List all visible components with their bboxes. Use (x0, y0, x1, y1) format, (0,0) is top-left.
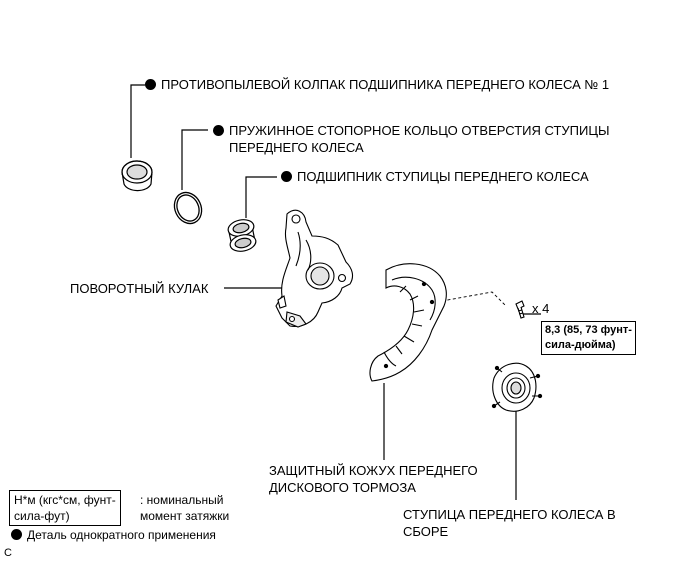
dust-cover-label-line2: ДИСКОВОГО ТОРМОЗА (269, 480, 416, 495)
bolt-dashed-leader (441, 291, 507, 307)
torque-line1: 8,3 (85, 73 фунт- (545, 324, 632, 336)
figure-code: C (4, 547, 12, 559)
dust-cap-leader (130, 84, 145, 158)
legend-unit-line2: сила-фут) (14, 509, 70, 523)
brake-dust-cover-icon (369, 263, 447, 382)
legend-unit-description: : номинальный момент затяжки (140, 492, 229, 524)
hub-label-line2: СБОРЕ (403, 524, 449, 539)
bearing-label: ПОДШИПНИК СТУПИЦЫ ПЕРЕДНЕГО КОЛЕСА (281, 168, 589, 185)
steering-knuckle-icon (275, 209, 354, 328)
legend-unit-box: Н*м (кгс*см, фунт- сила-фут) (9, 490, 121, 526)
dust-cap-label: ПРОТИВОПЫЛЕВОЙ КОЛПАК ПОДШИПНИКА ПЕРЕДНЕ… (145, 76, 609, 93)
non-reusable-dot-icon (213, 125, 224, 136)
torque-spec-box: 8,3 (85, 73 фунт- сила-дюйма) (541, 321, 636, 355)
snap-ring-icon (173, 191, 203, 225)
dust-cover-label-line1: ЗАЩИТНЫЙ КОЖУХ ПЕРЕДНЕГО (269, 463, 478, 478)
bearing-icon (227, 219, 257, 252)
bolt-count-label: x 4 (532, 301, 550, 316)
non-reusable-dot-icon (145, 79, 156, 90)
legend-unit-line1: Н*м (кгс*см, фунт- (14, 493, 116, 507)
bolt-icon (515, 300, 525, 319)
dust-cap-icon (121, 160, 153, 192)
non-reusable-dot-icon (281, 171, 292, 182)
hub-label-line1: СТУПИЦА ПЕРЕДНЕГО КОЛЕСА В (403, 507, 616, 522)
snap-ring-label-line2: ПЕРЕДНЕГО КОЛЕСА (229, 140, 364, 155)
legend-non-reusable: Деталь однократного применения (11, 527, 216, 544)
legend-unit-desc-line1: : номинальный (140, 493, 224, 507)
legend-unit-desc-line2: момент затяжки (140, 509, 230, 523)
knuckle-label: ПОВОРОТНЫЙ КУЛАК (70, 281, 209, 296)
snap-ring-leader (181, 129, 208, 190)
axle-hub-icon (491, 362, 543, 412)
torque-line2: сила-дюйма) (545, 339, 616, 351)
non-reusable-dot-icon (11, 529, 22, 540)
bearing-leader (245, 176, 277, 218)
snap-ring-label: ПРУЖИННОЕ СТОПОРНОЕ КОЛЬЦО ОТВЕРСТИЯ СТУ… (213, 122, 609, 139)
dust-cover-label: ЗАЩИТНЫЙ КОЖУХ ПЕРЕДНЕГО ДИСКОВОГО ТОРМО… (269, 462, 478, 496)
hub-label: СТУПИЦА ПЕРЕДНЕГО КОЛЕСА В СБОРЕ (403, 506, 616, 540)
